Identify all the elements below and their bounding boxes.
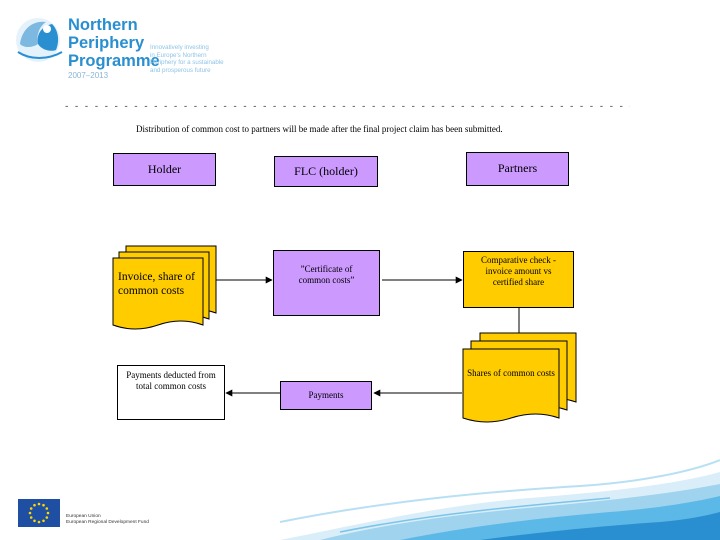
logo-emblem-icon	[16, 18, 63, 62]
logo-line-3: Programme	[68, 52, 160, 70]
payments-box: Payments	[280, 381, 372, 410]
shares-label: Shares of common costs	[467, 368, 555, 378]
invoice-document-stack: Invoice, share of common costs	[112, 245, 222, 330]
dashed-divider: - - - - - - - - - - - - - - - - - - - - …	[64, 102, 630, 112]
partners-header: Partners	[466, 152, 569, 186]
shares-document-stack: Shares of common costs	[462, 332, 578, 430]
programme-logo: Northern Periphery Programme 2007–2013 I…	[14, 14, 264, 84]
document-stack-icon	[112, 245, 217, 330]
logo-line-1: Northern	[68, 16, 138, 34]
document-stack-icon	[462, 332, 577, 423]
logo-tagline: Innovatively investing in Europe's North…	[150, 44, 224, 74]
logo-line-2: Periphery	[68, 34, 145, 52]
eu-caption: European Union European Regional Develop…	[66, 514, 149, 525]
invoice-label: Invoice, share of common costs	[118, 271, 195, 297]
flc-header: FLC (holder)	[274, 156, 378, 187]
holder-header: Holder	[113, 153, 216, 186]
intro-text: Distribution of common cost to partners …	[136, 124, 503, 134]
eu-flag-icon	[18, 499, 60, 527]
payments-deducted-box: Payments deducted from total common cost…	[117, 365, 225, 420]
certificate-box: ”Certificate of common costs”	[273, 250, 380, 316]
comparative-check-box: Comparative check -invoice amount vs cer…	[463, 251, 574, 308]
decorative-wave-graphic	[280, 459, 720, 540]
logo-years: 2007–2013	[68, 71, 109, 80]
